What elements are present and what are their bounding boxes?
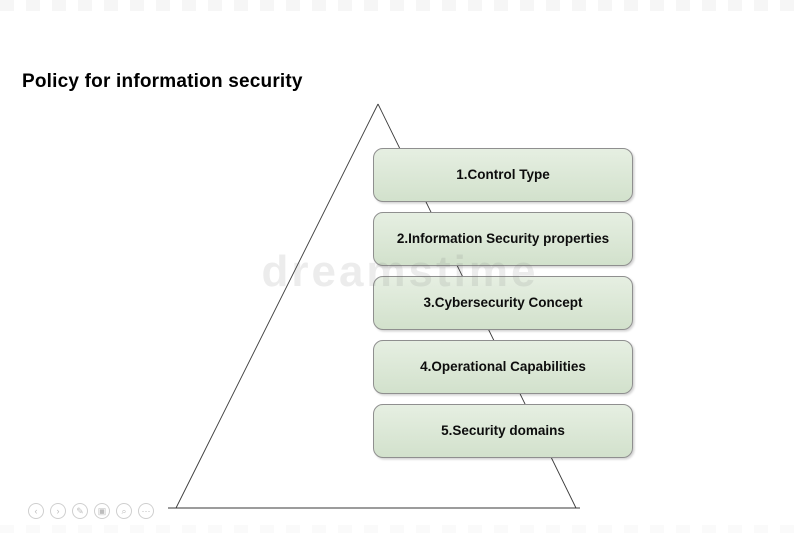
crop-icon[interactable]: ▣ bbox=[94, 503, 110, 519]
next-icon[interactable]: › bbox=[50, 503, 66, 519]
level-boxes: 1.Control Type 2.Information Security pr… bbox=[373, 148, 633, 468]
zoom-icon[interactable]: ⌕ bbox=[116, 503, 132, 519]
level-box-5-label: 5.Security domains bbox=[441, 422, 565, 438]
level-box-4-label: 4.Operational Capabilities bbox=[420, 358, 586, 374]
level-box-3-label: 3.Cybersecurity Concept bbox=[423, 294, 583, 310]
previous-icon-glyph: ‹ bbox=[34, 505, 38, 516]
watermark-strip-top bbox=[0, 0, 800, 11]
level-box-5: 5.Security domains bbox=[373, 404, 633, 458]
next-icon-glyph: › bbox=[56, 505, 60, 516]
pyramid-left-edge bbox=[175, 103, 379, 509]
more-icon-glyph: ⋯ bbox=[141, 505, 151, 516]
viewer-controls: ‹ › ✎ ▣ ⌕ ⋯ bbox=[28, 503, 154, 519]
level-box-1-label: 1.Control Type bbox=[456, 166, 550, 182]
crop-icon-glyph: ▣ bbox=[97, 505, 107, 516]
level-box-2-label: 2.Information Security properties bbox=[396, 230, 610, 246]
page-title: Policy for information security bbox=[22, 71, 303, 92]
zoom-icon-glyph: ⌕ bbox=[121, 505, 127, 516]
level-box-1: 1.Control Type bbox=[373, 148, 633, 202]
more-icon[interactable]: ⋯ bbox=[138, 503, 154, 519]
watermark-strip-bottom bbox=[0, 525, 800, 533]
level-box-2: 2.Information Security properties bbox=[373, 212, 633, 266]
previous-icon[interactable]: ‹ bbox=[28, 503, 44, 519]
edit-icon[interactable]: ✎ bbox=[72, 503, 88, 519]
level-box-3: 3.Cybersecurity Concept bbox=[373, 276, 633, 330]
edit-icon-glyph: ✎ bbox=[76, 505, 84, 516]
level-box-4: 4.Operational Capabilities bbox=[373, 340, 633, 394]
